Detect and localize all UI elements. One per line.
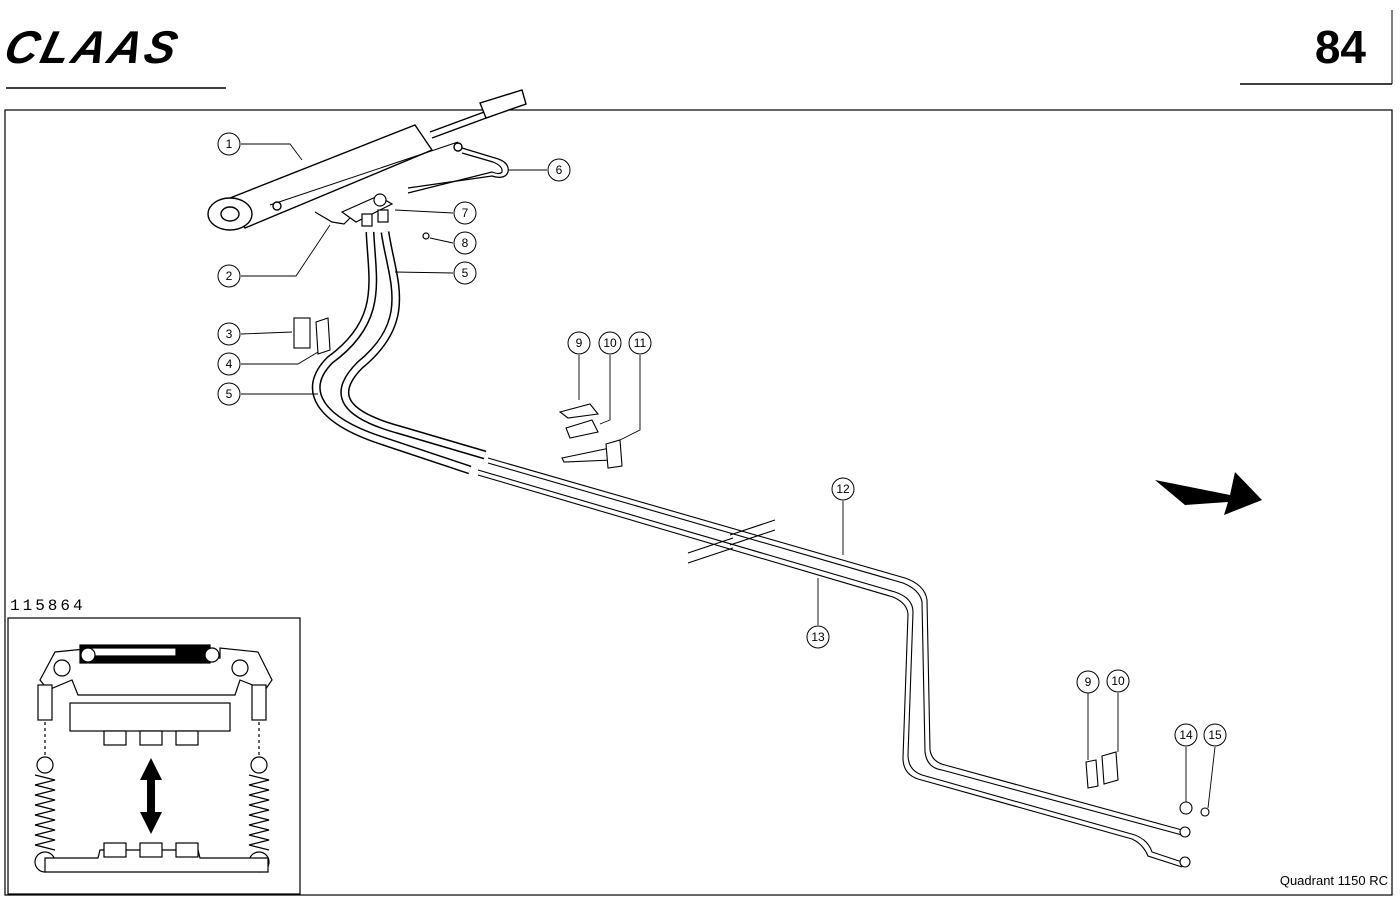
svg-text:15: 15 [1208, 728, 1222, 742]
hoses [311, 231, 487, 475]
model-label: Quadrant 1150 RC [1279, 873, 1388, 888]
callout-3: 3 [217, 322, 241, 346]
page-number: 84 [1314, 21, 1366, 73]
pipe-clamps [293, 317, 1210, 868]
svg-text:14: 14 [1179, 728, 1193, 742]
callouts: 1 2 3 4 5 5 6 7 8 9 10 11 12 13 9 10 14 … [217, 132, 1227, 747]
callout-9-lower: 9 [1076, 670, 1100, 694]
callout-15: 15 [1203, 723, 1227, 747]
leader-lines [240, 143, 1216, 809]
svg-text:12: 12 [836, 482, 850, 496]
tee-fitting [314, 193, 430, 240]
svg-text:10: 10 [1111, 674, 1125, 688]
svg-text:9: 9 [1085, 675, 1092, 689]
svg-text:1: 1 [226, 137, 233, 151]
callout-1: 1 [217, 132, 241, 156]
svg-text:11: 11 [634, 336, 647, 350]
pipe-6 [407, 147, 509, 194]
svg-text:5: 5 [462, 266, 469, 280]
callout-2: 2 [217, 264, 241, 288]
callout-8: 8 [453, 231, 477, 255]
hydraulic-cylinder [207, 89, 527, 231]
callout-10-upper: 10 [598, 331, 622, 355]
svg-text:5: 5 [226, 387, 233, 401]
callout-13: 13 [806, 625, 830, 649]
svg-text:6: 6 [556, 163, 563, 177]
callout-14: 14 [1174, 723, 1198, 747]
callout-5-lower: 5 [217, 382, 241, 406]
inset-schematic [34, 644, 273, 873]
svg-text:9: 9 [576, 336, 583, 350]
callout-11: 11 [628, 331, 652, 355]
callout-4: 4 [217, 352, 241, 376]
callout-6: 6 [547, 158, 571, 182]
callout-10-lower: 10 [1106, 669, 1130, 693]
svg-text:7: 7 [462, 206, 469, 220]
callout-5-upper: 5 [453, 261, 477, 285]
svg-text:13: 13 [811, 630, 825, 644]
svg-text:10: 10 [603, 336, 617, 350]
svg-text:8: 8 [462, 236, 469, 250]
page-frame [4, 10, 1393, 896]
callout-9-upper: 9 [567, 331, 591, 355]
svg-text:4: 4 [226, 357, 233, 371]
direction-arrow-icon [1155, 472, 1262, 515]
reference-number: 115864 [10, 597, 86, 615]
rigid-pipes [477, 457, 1183, 868]
callout-12: 12 [831, 477, 855, 501]
double-arrow-icon [140, 758, 162, 834]
callout-7: 7 [453, 201, 477, 225]
svg-text:2: 2 [226, 269, 233, 283]
svg-text:3: 3 [226, 327, 233, 341]
